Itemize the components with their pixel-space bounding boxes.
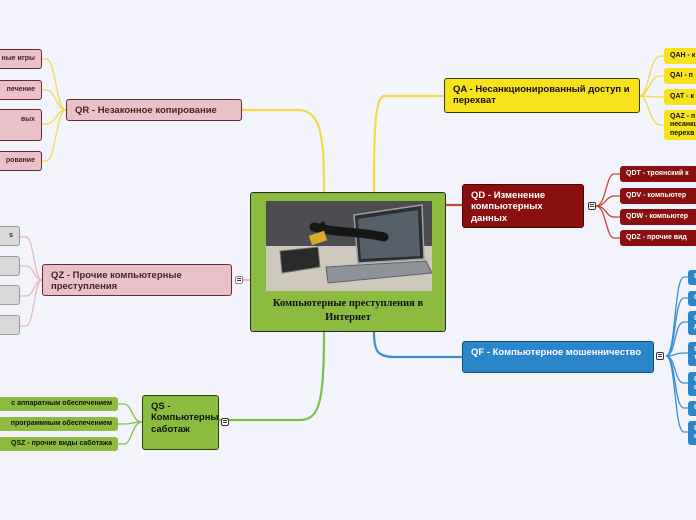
branch-qr-label: QR - Незаконное копирование [75,105,217,116]
qa-child-4[interactable]: QAZ - п несанкц перехв [664,110,696,140]
branch-qr[interactable]: QR - Незаконное копирование [66,99,242,121]
branch-qf-label: QF - Компьютерное мошенничество [471,347,642,358]
qf-child-6[interactable]: Q [688,401,696,416]
qr-child-1[interactable]: ные игры [0,49,42,69]
qz-child-links [20,236,43,327]
qr-child-links [42,58,67,162]
qf-child-3[interactable]: Q д [688,311,696,335]
qf-child-5[interactable]: Q с [688,372,696,396]
branch-qz-label: QZ - Прочие компьютерные преступления [51,270,182,293]
qf-child-7[interactable]: Q к [688,421,696,445]
qd-child-3[interactable]: QDW - компьютер [620,209,696,225]
qd-child-4[interactable]: QDZ - прочие вид [620,230,696,246]
qs-collapse-icon[interactable] [221,418,229,426]
hacker-laptop-image [266,201,432,291]
qz-child-4[interactable] [0,315,20,335]
qr-child-2[interactable]: печение [0,80,42,100]
link-root-qs [219,331,326,422]
link-root-qa [372,94,444,193]
qf-child-2[interactable]: Q [688,291,696,306]
qs-child-3[interactable]: QSZ - прочие виды саботажа [0,437,118,451]
branch-qs[interactable]: QS - Компьютерный саботаж [142,395,219,450]
branch-qa-label: QA - Несанкционированный доступ и перехв… [453,84,630,107]
branch-qs-label: QS - Компьютерный саботаж [151,401,219,435]
qz-child-3[interactable] [0,285,20,305]
qa-child-2[interactable]: QAI - п [664,68,696,84]
link-root-qf [372,331,462,359]
qd-collapse-icon[interactable] [588,202,596,210]
branch-qa[interactable]: QA - Несанкционированный доступ и перехв… [444,78,640,113]
qa-child-3[interactable]: QAT - к [664,89,696,105]
qf-child-4[interactable]: Q т [688,342,696,366]
qr-child-3[interactable]: вых [0,109,42,141]
qs-child-2[interactable]: программным обеспечением [0,417,118,431]
qa-child-1[interactable]: QAH - к [664,48,696,64]
central-topic-title: Компьютерные преступления в Интернет [272,298,424,323]
branch-qz[interactable]: QZ - Прочие компьютерные преступления [42,264,232,296]
qz-collapse-icon[interactable] [235,276,243,284]
link-root-qr [242,108,326,193]
qs-child-links [118,403,143,445]
branch-qd[interactable]: QD - Изменение компьютерных данных [462,184,584,228]
qr-child-4[interactable]: рование [0,151,42,171]
branch-qd-label: QD - Изменение компьютерных данных [471,190,546,224]
qd-child-links [595,173,620,239]
qs-child-1[interactable]: с аппаратным обеспечением [0,397,118,411]
qf-child-links [665,276,688,433]
qf-collapse-icon[interactable] [656,352,664,360]
qz-child-1[interactable]: s [0,226,20,246]
qz-child-2[interactable] [0,256,20,276]
qd-child-2[interactable]: QDV - компьютер [620,188,696,204]
central-topic[interactable]: Компьютерные преступления в Интернет [250,192,446,332]
qa-child-links [639,55,664,126]
branch-qf[interactable]: QF - Компьютерное мошенничество [462,341,654,373]
qd-child-1[interactable]: QDT - троянский к [620,166,696,182]
qf-child-1[interactable]: Q [688,270,696,285]
